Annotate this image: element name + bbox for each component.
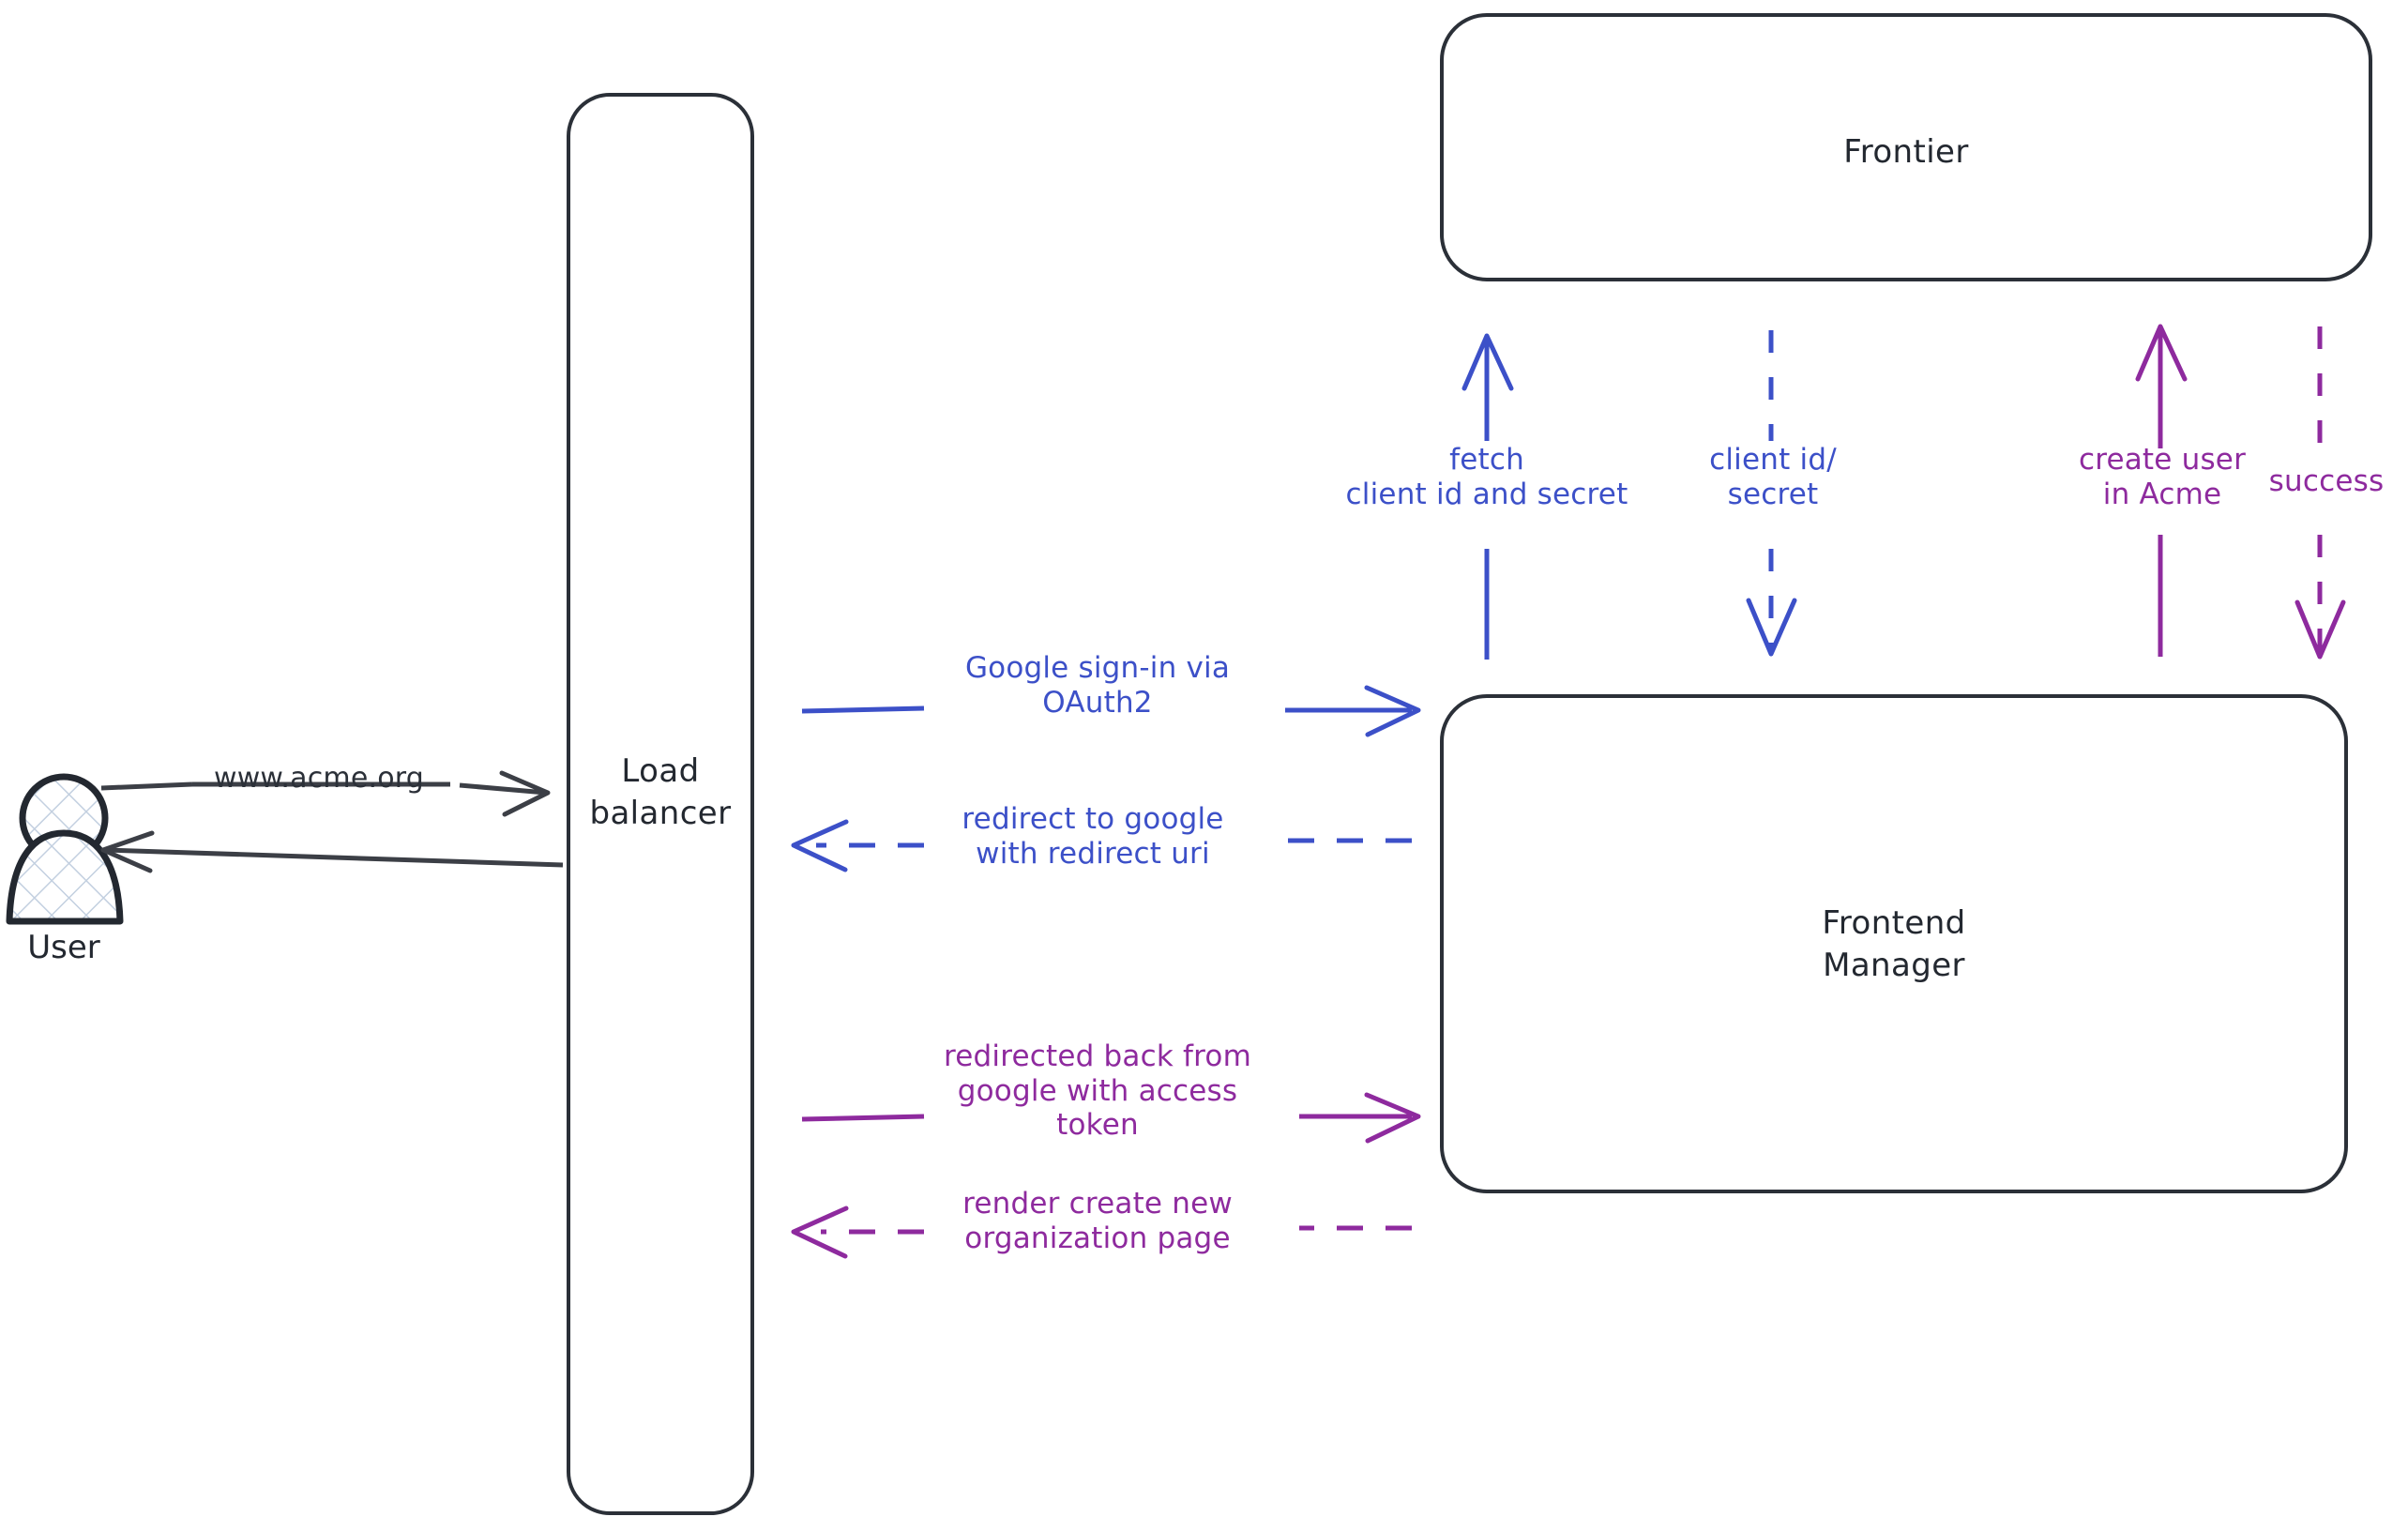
edge-load-balancer-to-user xyxy=(100,830,564,873)
edge-user-to-load-balancer xyxy=(100,770,551,817)
node-frontier[interactable] xyxy=(1440,13,2372,281)
user-actor xyxy=(6,773,124,925)
person-body-icon xyxy=(6,829,124,925)
edge-create-user-in-acme xyxy=(2135,324,2188,657)
edge-label-client-id-secret: client id/ secret xyxy=(1709,443,1837,511)
edge-label-success: success xyxy=(2268,464,2385,498)
edge-label-render-create-new-organization: render create new organization page xyxy=(962,1187,1233,1255)
edge-label-redirected-back-access-token: redirected back from google with access … xyxy=(943,1039,1252,1143)
edge-label-create-user-in-acme: create user in Acme xyxy=(2078,443,2247,511)
edge-fetch-client-id-and-secret xyxy=(1461,333,1514,660)
edge-label-www-acme-org: www.acme.org xyxy=(213,762,425,795)
edge-label-redirect-to-google: redirect to google with redirect uri xyxy=(962,802,1224,871)
edge-redirected-back-access-token xyxy=(801,1092,1421,1144)
edge-label-google-signin-oauth2: Google sign-in via OAuth2 xyxy=(964,651,1231,720)
edge-label-fetch-client-id-and-secret: fetch client id and secret xyxy=(1345,443,1628,511)
node-load-balancer[interactable] xyxy=(567,93,754,1515)
user-actor-label: User xyxy=(27,929,100,966)
edge-client-id-secret xyxy=(1746,330,1797,657)
edge-google-signin-oauth2 xyxy=(801,685,1421,737)
node-frontend-manager[interactable] xyxy=(1440,694,2348,1193)
edge-render-create-new-organization xyxy=(791,1206,1412,1259)
edge-success xyxy=(2294,326,2346,660)
edge-redirect-to-google xyxy=(791,819,1412,872)
